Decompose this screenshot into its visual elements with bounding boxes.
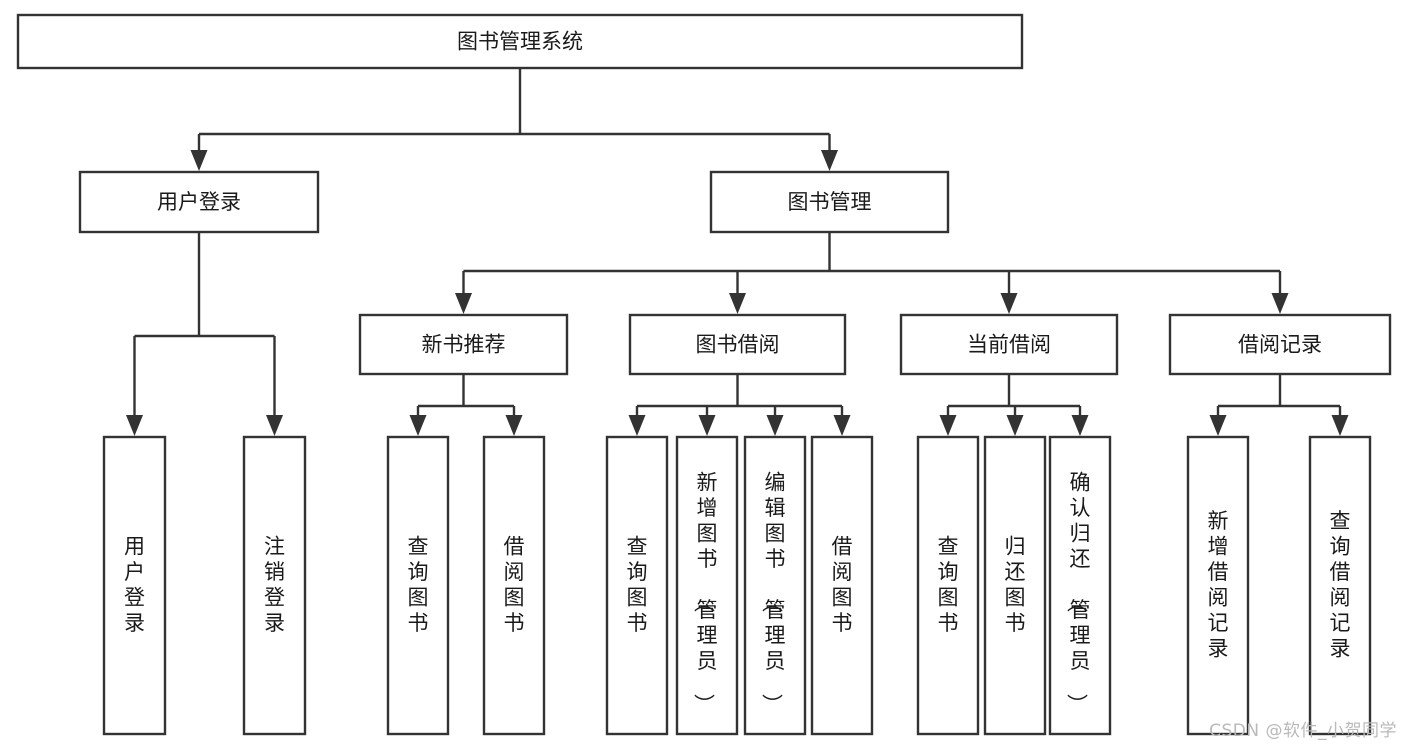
node-box-leaf-user-login bbox=[102, 435, 167, 736]
node-label-leaf-add-record: 新增借阅记录 bbox=[1208, 509, 1229, 661]
node-label-leaf-return-book: 归还图书 bbox=[1005, 534, 1026, 635]
node-box-leaf-borrow-book-2 bbox=[810, 435, 874, 736]
node-leaf-confirm-return[interactable]: 确认归还（管理员） bbox=[1048, 435, 1112, 736]
node-borrow-record[interactable]: 借阅记录 bbox=[1168, 313, 1392, 376]
node-label-borrow-record: 借阅记录 bbox=[1238, 333, 1322, 357]
node-box-new-book-rec bbox=[358, 313, 569, 376]
node-leaf-borrow-book-1[interactable]: 借阅图书 bbox=[482, 435, 546, 736]
node-box-leaf-query-record bbox=[1308, 435, 1372, 736]
node-label-leaf-query-record: 查询借阅记录 bbox=[1330, 509, 1351, 661]
node-label-leaf-borrow-book-2: 借阅图书 bbox=[832, 534, 853, 635]
node-box-leaf-return-book bbox=[983, 435, 1047, 736]
node-leaf-query-book-1[interactable]: 查询图书 bbox=[386, 435, 450, 736]
node-label-leaf-user-login: 用户登录 bbox=[124, 534, 145, 635]
node-box-leaf-edit-book bbox=[743, 435, 807, 736]
node-label-new-book-rec: 新书推荐 bbox=[422, 333, 506, 357]
node-new-book-rec[interactable]: 新书推荐 bbox=[358, 313, 569, 376]
node-label-leaf-add-book: 新增图书（管理员） bbox=[692, 471, 718, 715]
node-box-leaf-confirm-return bbox=[1048, 435, 1112, 736]
node-leaf-edit-book[interactable]: 编辑图书（管理员） bbox=[743, 435, 807, 736]
node-leaf-return-book[interactable]: 归还图书 bbox=[983, 435, 1047, 736]
node-leaf-query-book-2[interactable]: 查询图书 bbox=[605, 435, 669, 736]
node-book-borrow[interactable]: 图书借阅 bbox=[628, 313, 847, 376]
node-label-leaf-query-book-2: 查询图书 bbox=[627, 534, 648, 635]
node-label-book-manage: 图书管理 bbox=[788, 190, 872, 214]
node-label-leaf-query-book-3: 查询图书 bbox=[938, 534, 959, 635]
node-leaf-logout[interactable]: 注销登录 bbox=[242, 435, 307, 736]
node-box-leaf-query-book-1 bbox=[386, 435, 450, 736]
node-box-book-manage bbox=[709, 170, 950, 234]
node-leaf-add-record[interactable]: 新增借阅记录 bbox=[1186, 435, 1250, 736]
node-box-leaf-add-book bbox=[675, 435, 739, 736]
node-label-leaf-logout: 注销登录 bbox=[264, 534, 285, 635]
node-label-user-login: 用户登录 bbox=[157, 190, 241, 214]
node-label-root: 图书管理系统 bbox=[457, 30, 583, 54]
node-box-borrow-record bbox=[1168, 313, 1392, 376]
node-layer: 图书管理系统用户登录图书管理新书推荐图书借阅当前借阅借阅记录用户登录注销登录查询… bbox=[16, 13, 1392, 736]
node-label-current-borrow: 当前借阅 bbox=[967, 333, 1051, 357]
node-leaf-borrow-book-2[interactable]: 借阅图书 bbox=[810, 435, 874, 736]
node-box-leaf-logout bbox=[242, 435, 307, 736]
node-box-leaf-add-record bbox=[1186, 435, 1250, 736]
node-leaf-query-book-3[interactable]: 查询图书 bbox=[916, 435, 980, 736]
node-leaf-add-book[interactable]: 新增图书（管理员） bbox=[675, 435, 739, 736]
connector-layer bbox=[126, 68, 1349, 436]
node-label-leaf-query-book-1: 查询图书 bbox=[408, 534, 429, 635]
node-box-leaf-borrow-book-1 bbox=[482, 435, 546, 736]
node-label-leaf-borrow-book-1: 借阅图书 bbox=[504, 534, 525, 635]
node-leaf-user-login[interactable]: 用户登录 bbox=[102, 435, 167, 736]
node-box-leaf-query-book-2 bbox=[605, 435, 669, 736]
node-box-root bbox=[16, 13, 1024, 70]
node-label-book-borrow: 图书借阅 bbox=[696, 333, 780, 357]
node-user-login[interactable]: 用户登录 bbox=[78, 170, 320, 234]
node-current-borrow[interactable]: 当前借阅 bbox=[899, 313, 1119, 376]
node-label-leaf-edit-book: 编辑图书（管理员） bbox=[760, 471, 786, 715]
node-root[interactable]: 图书管理系统 bbox=[16, 13, 1024, 70]
node-leaf-query-record[interactable]: 查询借阅记录 bbox=[1308, 435, 1372, 736]
node-box-current-borrow bbox=[899, 313, 1119, 376]
node-box-leaf-query-book-3 bbox=[916, 435, 980, 736]
node-box-book-borrow bbox=[628, 313, 847, 376]
node-box-user-login bbox=[78, 170, 320, 234]
node-label-leaf-confirm-return: 确认归还（管理员） bbox=[1065, 471, 1091, 715]
node-book-manage[interactable]: 图书管理 bbox=[709, 170, 950, 234]
